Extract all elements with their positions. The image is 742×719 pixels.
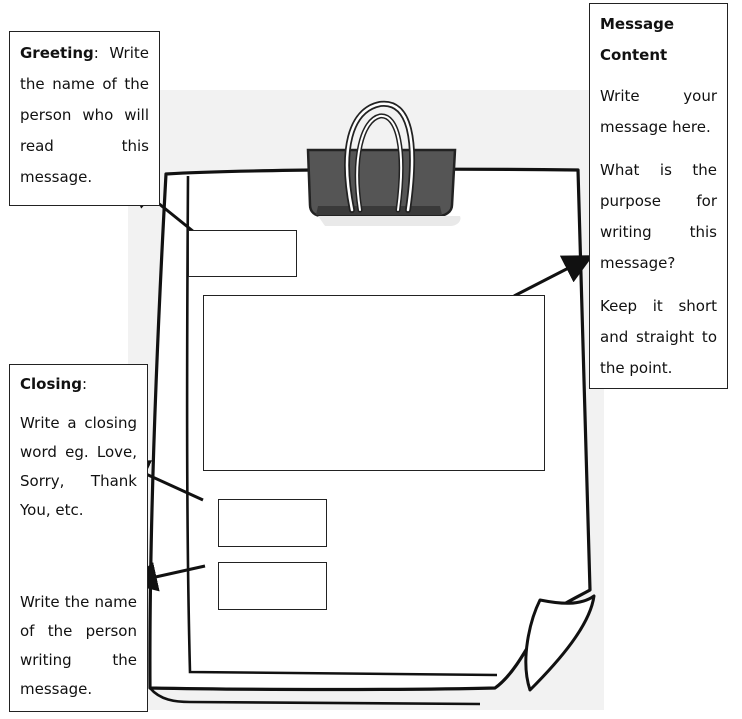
curled-corner bbox=[524, 594, 596, 692]
message-content-para3: Keep it short and straight to the point. bbox=[600, 297, 717, 377]
bottom-sheet-edge bbox=[149, 687, 481, 706]
closing-word-blank-box[interactable] bbox=[218, 499, 327, 547]
greeting-blank-box[interactable] bbox=[188, 230, 297, 277]
closing-callout: Closing: Write a closing word eg. Love, … bbox=[9, 364, 148, 712]
greeting-callout: Greeting: Write the name of the person w… bbox=[9, 31, 160, 206]
message-content-para1: Write your message here. bbox=[600, 87, 717, 136]
greeting-heading: Greeting bbox=[20, 44, 94, 62]
closing-para2: Write the name of the person writing the… bbox=[20, 593, 137, 698]
binder-clip-icon bbox=[306, 100, 461, 226]
writer-name-blank-box[interactable] bbox=[218, 562, 327, 610]
inner-sheet-edge bbox=[185, 175, 498, 677]
closing-heading: Closing bbox=[20, 375, 82, 393]
message-content-heading: Message Content bbox=[600, 15, 674, 64]
greeting-text: Greeting: Write the name of the person w… bbox=[20, 44, 149, 186]
message-arrow bbox=[513, 255, 594, 298]
closing-para1: Write a closing word eg. Love, Sorry, Th… bbox=[20, 414, 137, 519]
message-content-para2: What is the purpose for writing this mes… bbox=[600, 161, 717, 272]
message-blank-box[interactable] bbox=[203, 295, 545, 471]
closing-heading-line: Closing: bbox=[20, 375, 88, 393]
message-content-callout: Message Content Write your message here.… bbox=[589, 3, 728, 389]
